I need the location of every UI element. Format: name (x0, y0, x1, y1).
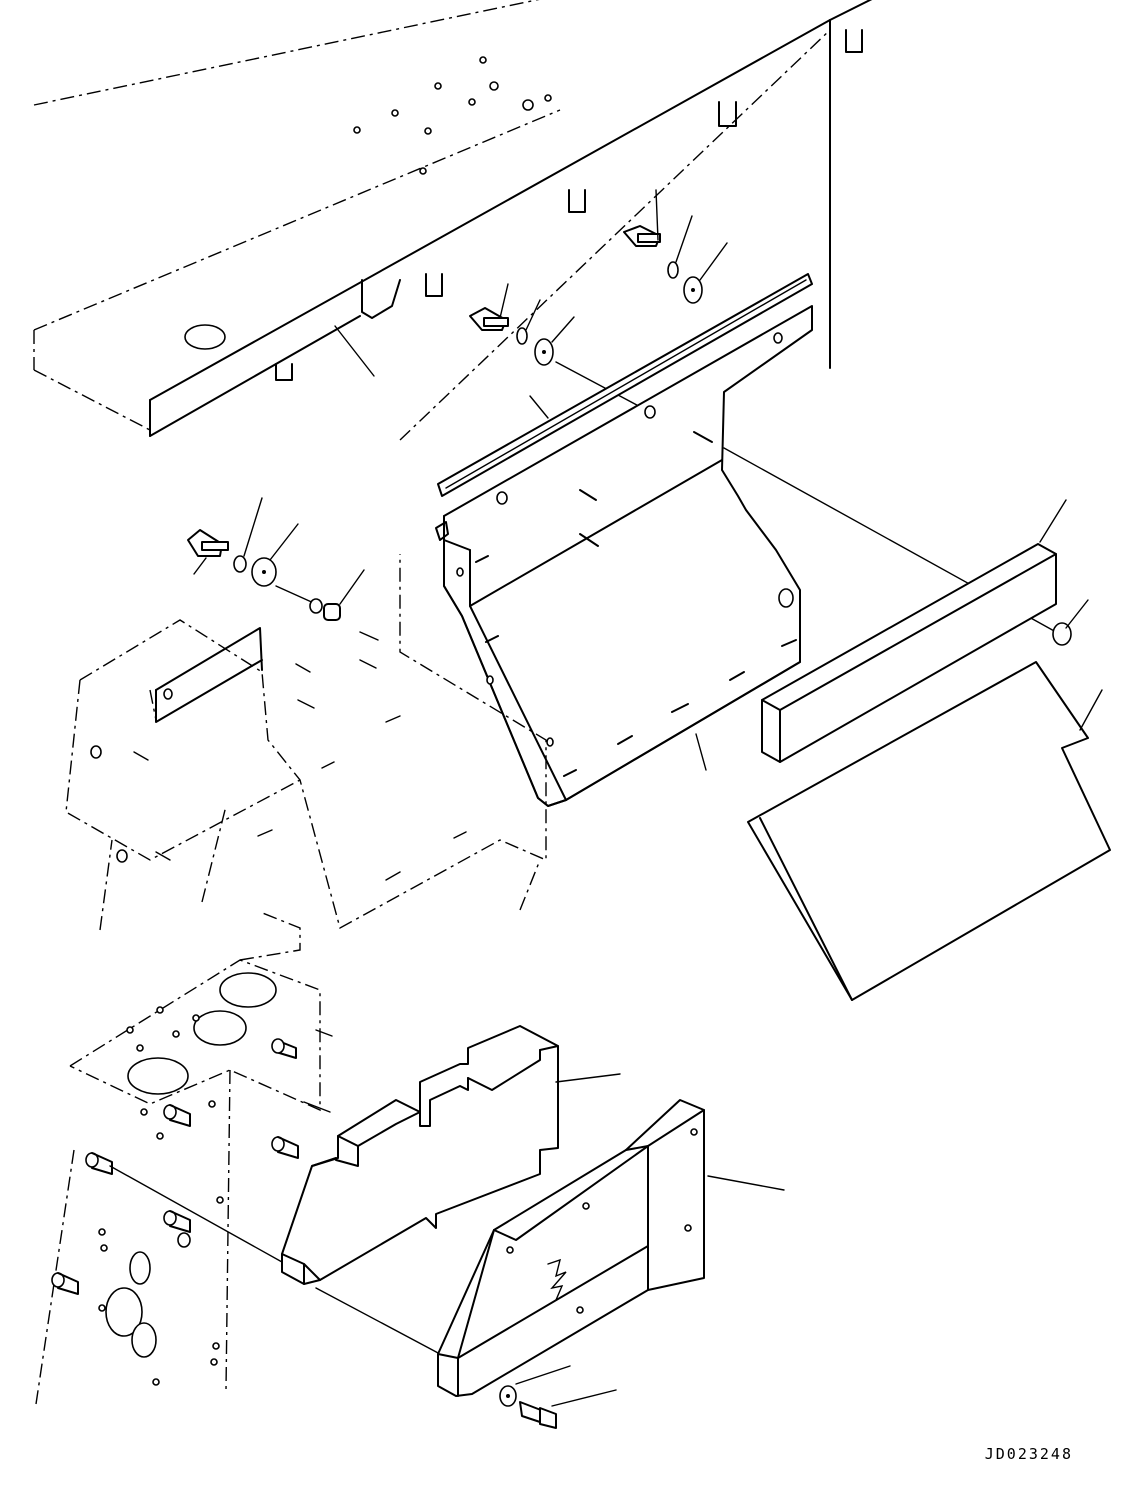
right-foam-block (761, 499, 1089, 763)
lower-bolt-set (499, 1365, 617, 1429)
left-step-insulator (281, 1025, 621, 1355)
right-lower-cover-panel (437, 1099, 785, 1397)
lower-frame (35, 911, 333, 1405)
upper-frame (33, 0, 873, 441)
left-bolt-set (187, 497, 365, 621)
upper-left-bolt-set (469, 283, 651, 413)
main-cover-plate (435, 305, 1057, 807)
right-foam-sheet (747, 661, 1111, 1001)
drawing-reference-code: JD023248 (984, 1445, 1073, 1463)
edge-trim-strip (437, 273, 813, 497)
left-bracket (65, 554, 547, 931)
upper-right-bolt-set (623, 189, 728, 304)
